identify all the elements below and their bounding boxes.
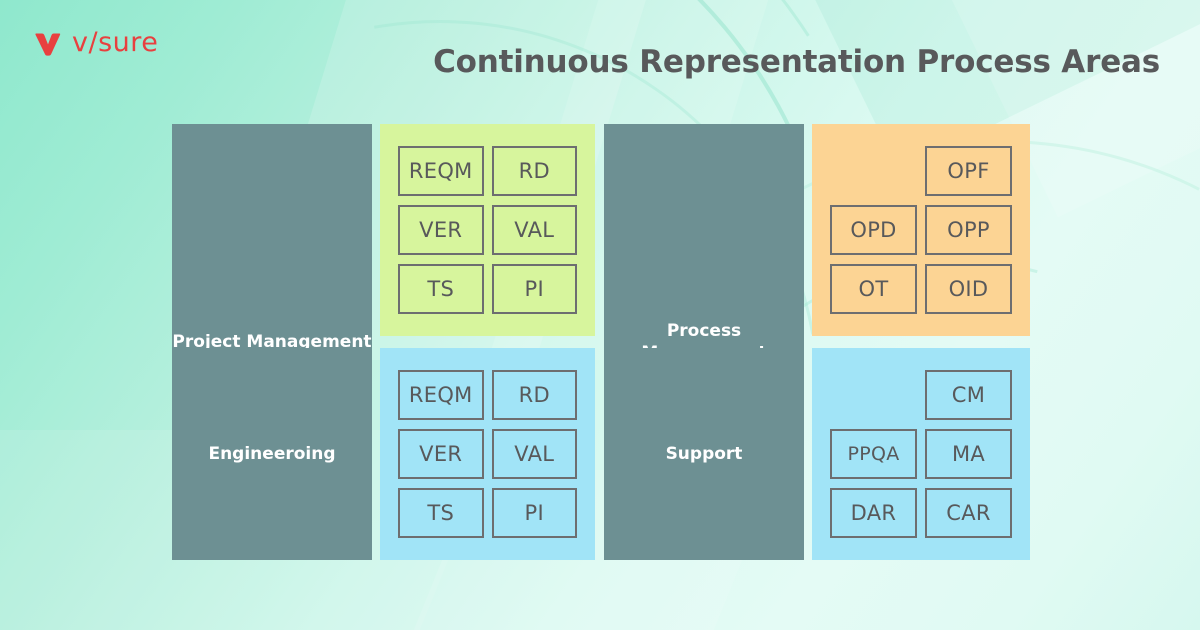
process-area-box[interactable]: PPQA	[830, 429, 917, 479]
process-area-box[interactable]: TS	[398, 488, 484, 538]
process-area-box[interactable]: OT	[830, 264, 917, 314]
table-row: VER	[398, 205, 484, 255]
table-row: PPQA	[830, 429, 917, 479]
process-area-box[interactable]: CAR	[925, 488, 1012, 538]
table-row: CAR	[925, 488, 1012, 538]
process-area-panel-support: CM PPQA MA DAR CAR	[812, 348, 1030, 560]
brand-logo[interactable]: v/sure	[33, 27, 158, 58]
table-row: OT	[830, 264, 917, 314]
table-row: OID	[925, 264, 1012, 314]
process-area-box[interactable]: VER	[398, 429, 484, 479]
table-row: OPD	[830, 205, 917, 255]
table-row: PI	[491, 488, 577, 538]
process-area-box[interactable]: VER	[398, 205, 484, 255]
table-row: REQM	[398, 370, 484, 420]
table-row: TS	[398, 488, 484, 538]
process-area-box[interactable]: PI	[491, 264, 577, 314]
table-row: MA	[925, 429, 1012, 479]
table-row: CM	[925, 370, 1012, 420]
process-area-box[interactable]: DAR	[830, 488, 917, 538]
process-area-box[interactable]: OPD	[830, 205, 917, 255]
process-area-box[interactable]: VAL	[491, 429, 577, 479]
process-area-box[interactable]: TS	[398, 264, 484, 314]
process-area-box[interactable]: MA	[925, 429, 1012, 479]
process-area-box[interactable]: OPP	[925, 205, 1012, 255]
table-row: RD	[491, 146, 577, 196]
category-label-support-wrap: Support	[604, 348, 804, 560]
table-row: VER	[398, 429, 484, 479]
process-area-box[interactable]: OID	[925, 264, 1012, 314]
table-row: REQM	[398, 146, 484, 196]
brand-logo-text: v/sure	[72, 27, 159, 58]
table-row: TS	[398, 264, 484, 314]
process-area-box[interactable]: PI	[491, 488, 577, 538]
process-area-box[interactable]: REQM	[398, 146, 484, 196]
process-area-panel-project-management: REQM RD VER VAL TS PI	[380, 124, 595, 336]
process-area-box[interactable]: REQM	[398, 370, 484, 420]
process-areas-diagram: Project Management REQM RD VER VAL TS PI…	[172, 124, 1030, 560]
visure-v-mark-icon	[35, 33, 61, 56]
page-title: Continuous Representation Process Areas	[433, 44, 1160, 80]
category-label-engineering-wrap: Engineeroing	[172, 348, 372, 560]
table-row: VAL	[491, 429, 577, 479]
table-row: DAR	[830, 488, 917, 538]
process-area-panel-process-management: OPF OPD OPP OT OID	[812, 124, 1030, 336]
table-row: RD	[491, 370, 577, 420]
process-area-box[interactable]: RD	[491, 370, 577, 420]
category-label-support: Support	[604, 348, 804, 560]
table-row: OPP	[925, 205, 1012, 255]
table-row: VAL	[491, 205, 577, 255]
process-area-box[interactable]: OPF	[925, 146, 1012, 196]
process-area-panel-engineering: REQM RD VER VAL TS PI	[380, 348, 595, 560]
process-area-box[interactable]: CM	[925, 370, 1012, 420]
table-row: OPF	[925, 146, 1012, 196]
process-area-box[interactable]: RD	[491, 146, 577, 196]
process-area-box[interactable]: VAL	[491, 205, 577, 255]
table-row: PI	[491, 264, 577, 314]
category-label-engineering: Engineeroing	[172, 348, 372, 560]
